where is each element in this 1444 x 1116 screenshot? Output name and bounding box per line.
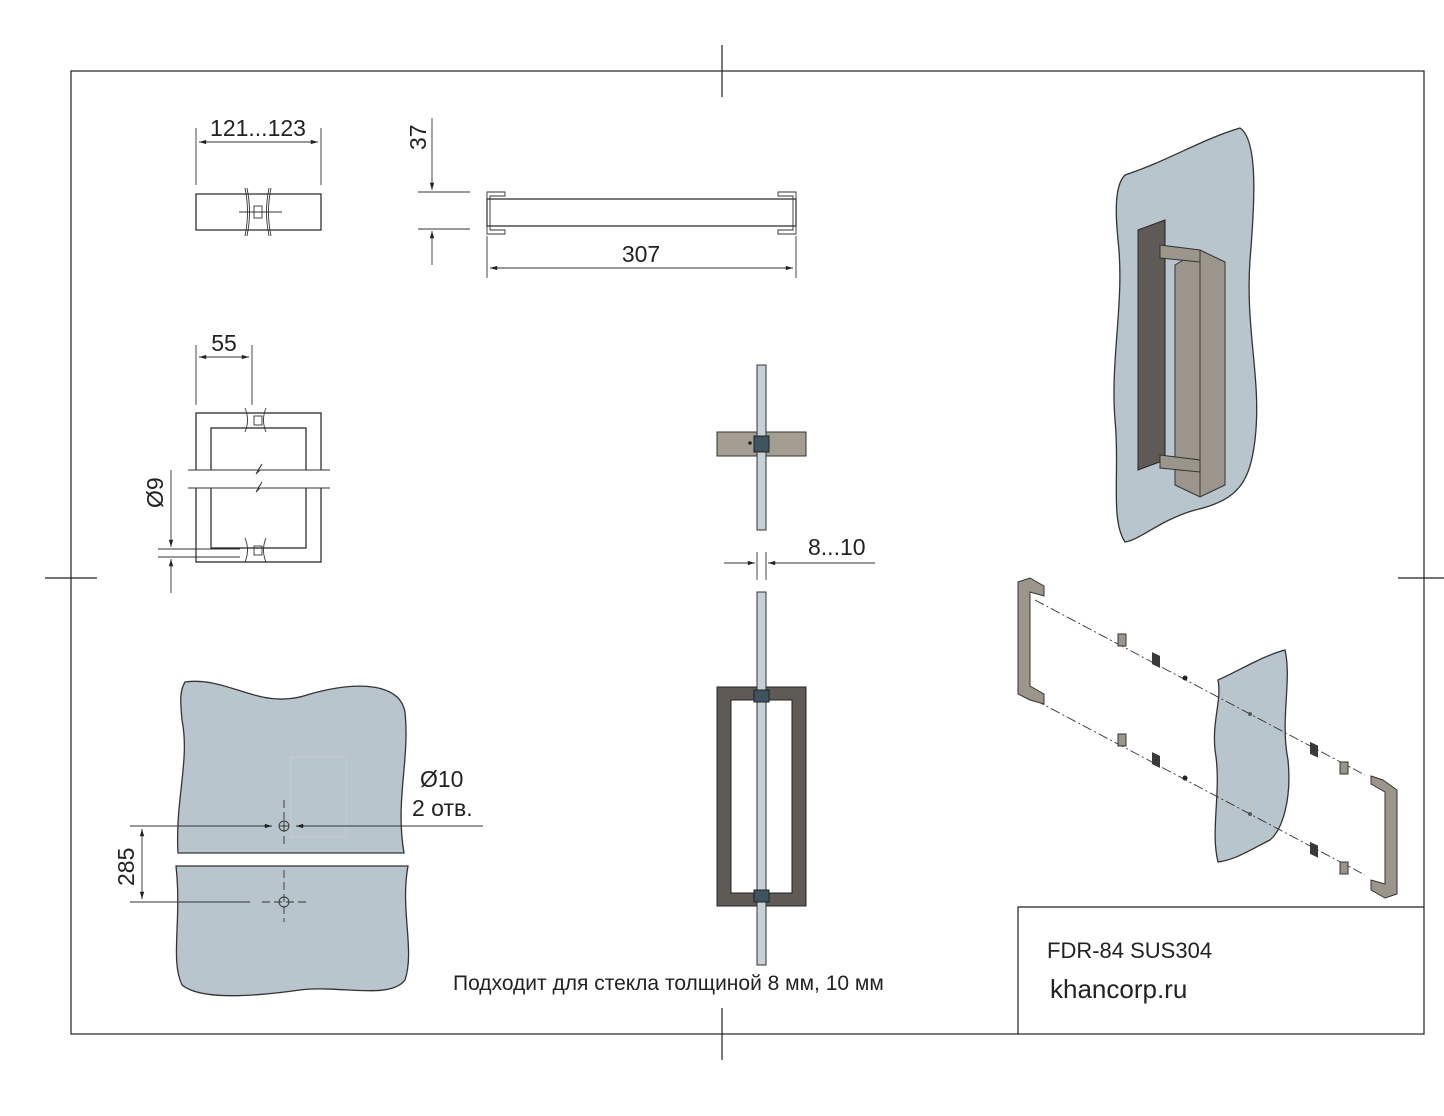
dim-depth: 55	[211, 330, 237, 356]
dim-length: 307	[622, 241, 660, 267]
drawing-frame	[45, 45, 1444, 1060]
glass-thickness-dim: 8...10	[724, 534, 875, 580]
dim-width-range: 121...123	[210, 115, 306, 141]
section-view-handle	[716, 591, 807, 966]
isometric-view-exploded	[1017, 577, 1398, 899]
top-view: 121...123	[195, 115, 322, 237]
isometric-view-assembled	[1113, 127, 1258, 543]
section-view-top	[716, 364, 807, 531]
glass-compatibility-note: Подходит для стекла толщиной 8 мм, 10 мм	[453, 972, 884, 995]
dim-rod-diameter: Ø9	[142, 477, 168, 508]
dim-hole-diameter: Ø10	[420, 766, 463, 792]
dim-hole-count: 2 отв.	[412, 795, 473, 821]
side-view: 55 Ø9	[142, 330, 330, 593]
dim-glass-thickness: 8...10	[808, 534, 866, 560]
title-block: FDR-84 SUS304 khancorp.ru	[1017, 906, 1424, 1034]
dim-hole-spacing: 285	[113, 848, 139, 886]
model-label: FDR-84 SUS304	[1047, 938, 1212, 963]
website-label: khancorp.ru	[1050, 974, 1187, 1004]
front-view: 37 307	[405, 118, 797, 278]
dim-height: 37	[405, 124, 431, 150]
glass-hole-layout: 285 Ø10 2 отв.	[113, 680, 483, 997]
